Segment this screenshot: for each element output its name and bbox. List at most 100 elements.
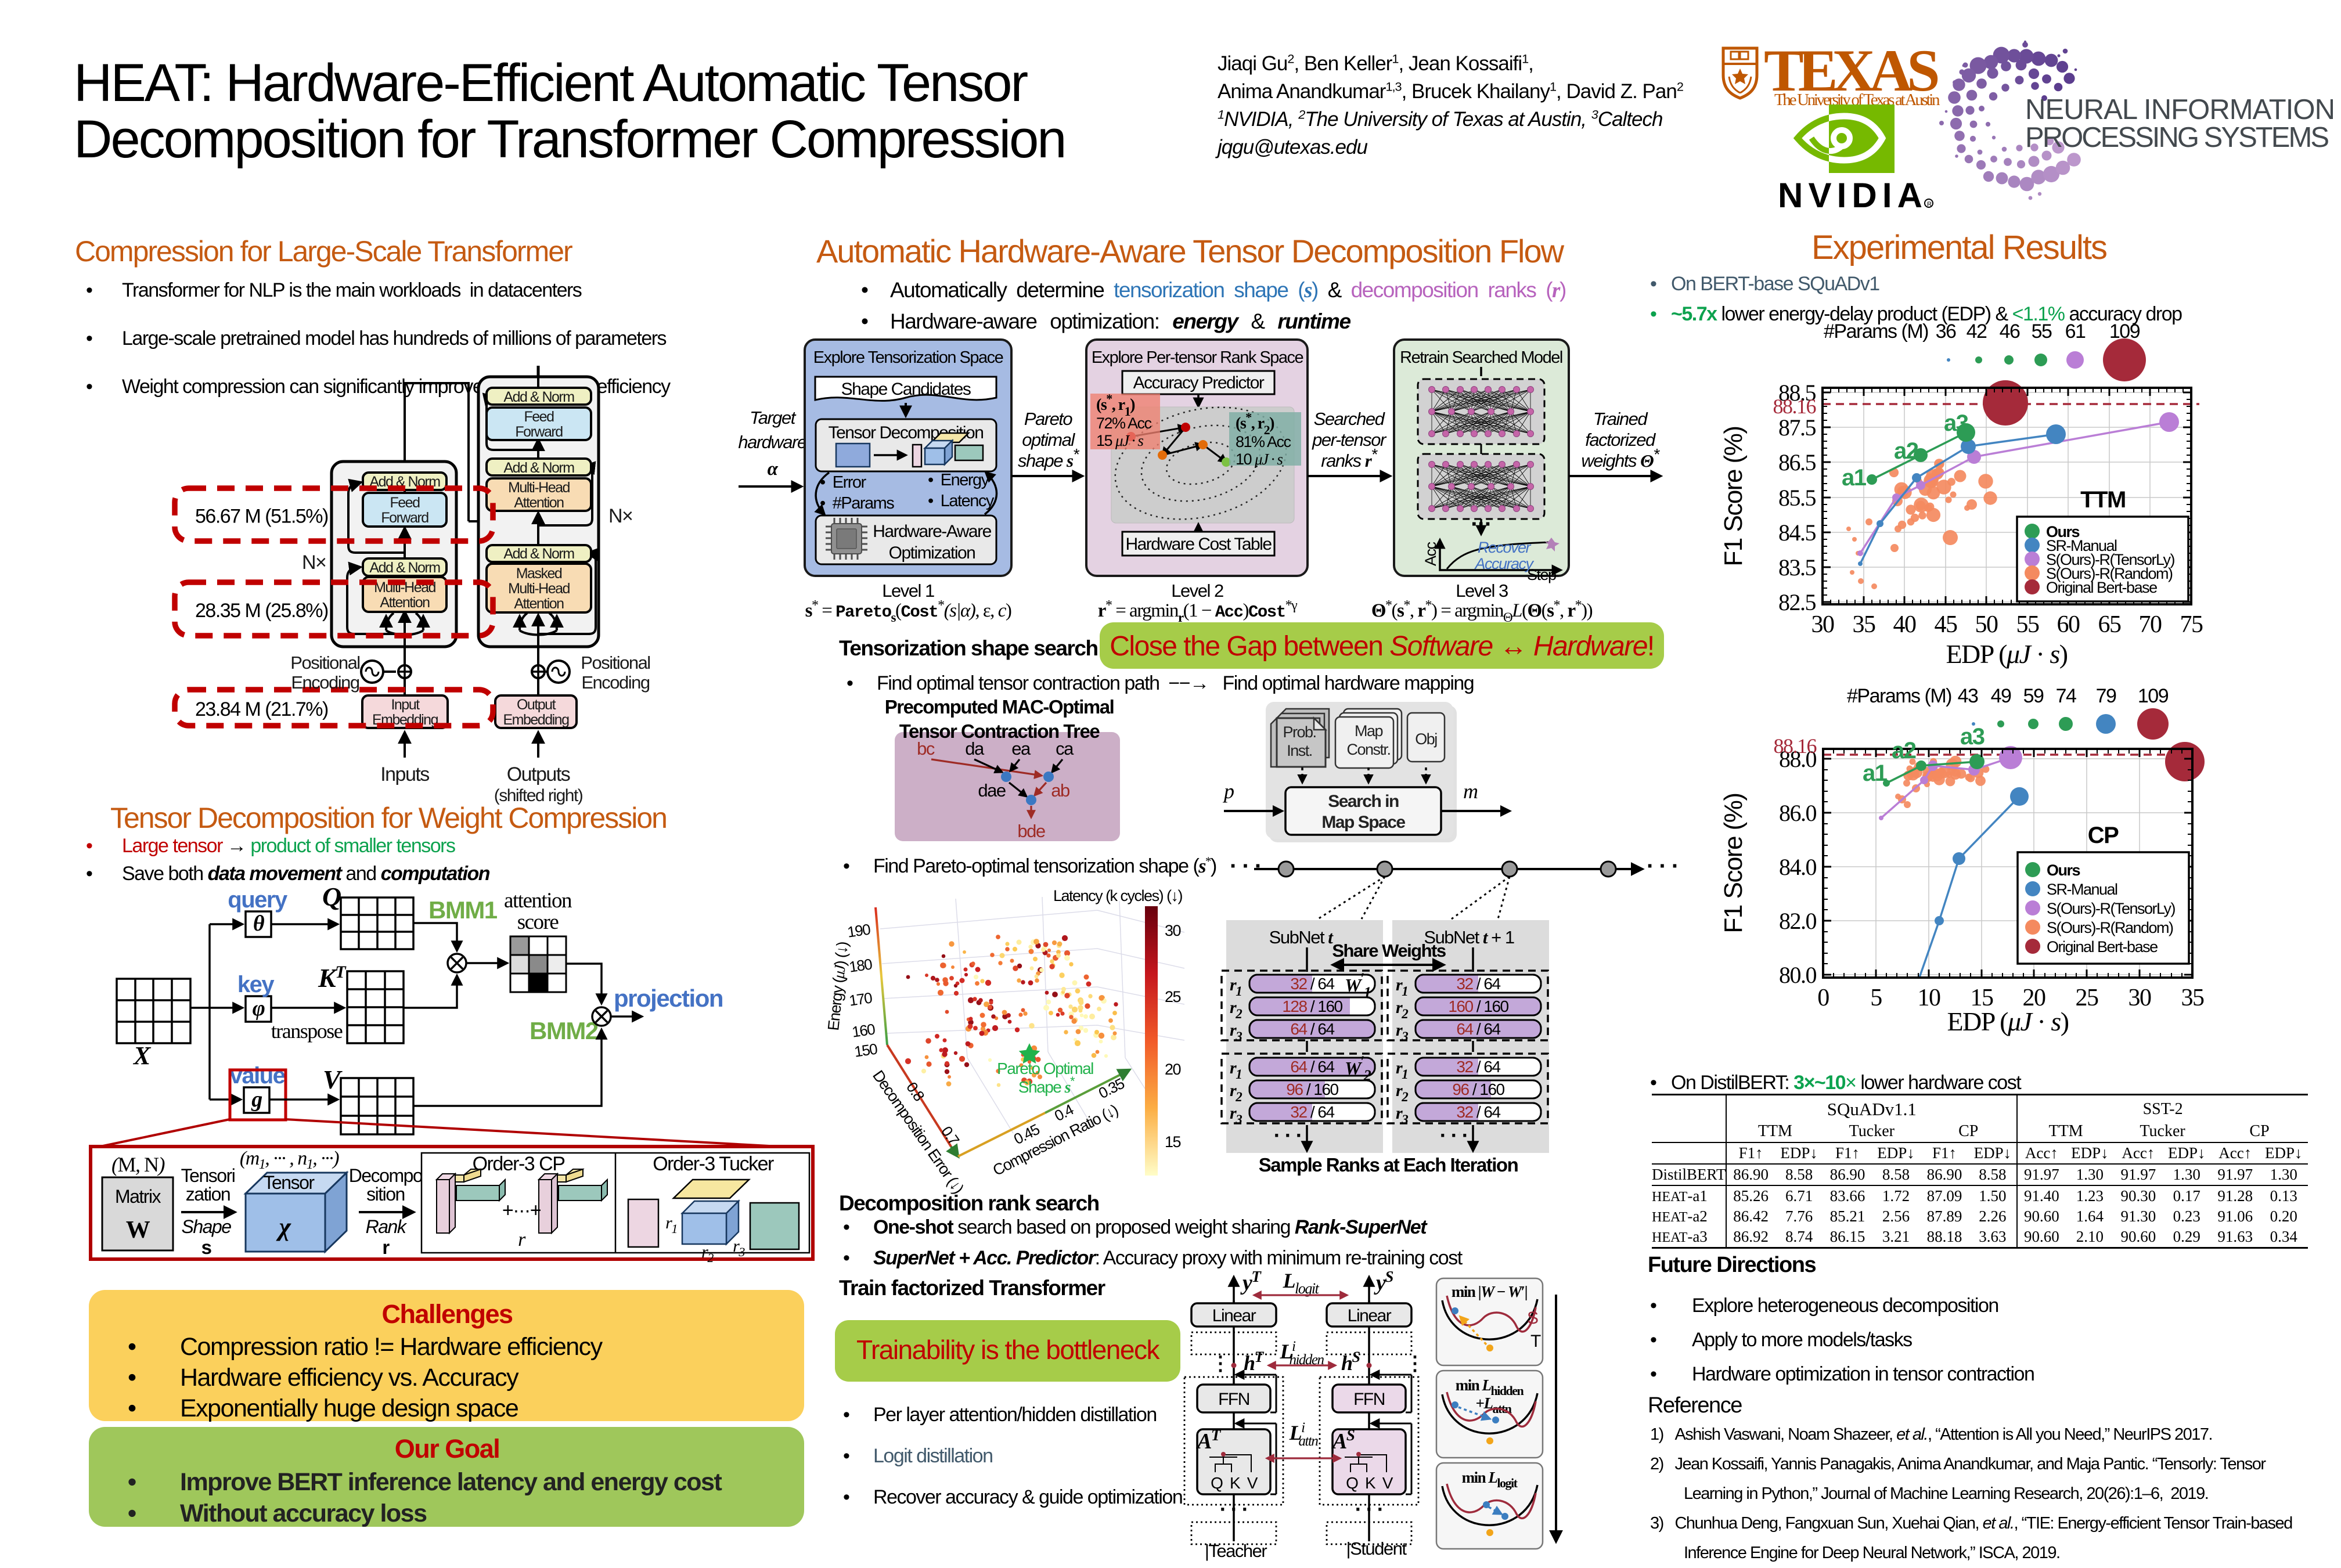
svg-text:Tensor Contraction Tree: Tensor Contraction Tree: [899, 720, 1100, 742]
svg-text:· · ·: · · ·: [1220, 1497, 1248, 1521]
svg-text:Original Bert-base: Original Bert-base: [2046, 579, 2157, 596]
svg-text:α: α: [768, 459, 779, 480]
svg-text:64 / 64: 64 / 64: [1290, 1020, 1334, 1038]
svg-text:bc: bc: [917, 738, 935, 759]
svg-text:X: X: [132, 1041, 152, 1070]
svg-text:40: 40: [1893, 611, 1917, 638]
svg-text:NEURAL INFORMATION: NEURAL INFORMATION: [2025, 94, 2335, 125]
svg-text:F1 Score (%): F1 Score (%): [1719, 793, 1748, 933]
svg-text:#Params (M): #Params (M): [1824, 320, 1928, 343]
svg-text:32 / 64: 32 / 64: [1456, 1058, 1500, 1076]
svg-text:Embedding: Embedding: [503, 712, 570, 728]
svg-text:0.7: 0.7: [938, 1123, 963, 1148]
svg-text:ab: ab: [1051, 780, 1069, 801]
svg-text:sition: sition: [366, 1184, 405, 1205]
svg-text:Prob.: Prob.: [1283, 723, 1316, 741]
svg-text:Hardware-Aware: Hardware-Aware: [873, 522, 991, 541]
svg-text:N×: N×: [302, 551, 326, 574]
svg-text:EDP (μJ · s): EDP (μJ · s): [1947, 1007, 2068, 1036]
svg-text:Accuracy: Accuracy: [1474, 555, 1534, 572]
svg-text:· · ·: · · ·: [1647, 853, 1679, 879]
svg-text:N×: N×: [608, 505, 632, 527]
svg-text:Multi-Head: Multi-Head: [508, 480, 570, 496]
svg-text:64 / 64: 64 / 64: [1456, 1020, 1500, 1038]
svg-text:Recover: Recover: [1478, 539, 1532, 556]
svg-text:61: 61: [2065, 320, 2086, 343]
svg-text:· · ·: · · ·: [1355, 1497, 1383, 1521]
svg-text:a2: a2: [1892, 738, 1916, 763]
svg-text:Linear: Linear: [1212, 1306, 1256, 1325]
svg-text:T: T: [1530, 1332, 1541, 1351]
svg-text:170: 170: [848, 989, 873, 1009]
svg-text:value: value: [230, 1063, 285, 1088]
svg-text:15: 15: [1971, 985, 1994, 1011]
svg-text:25: 25: [2076, 985, 2099, 1011]
svg-text:KT: KT: [318, 963, 347, 993]
svg-text:72% Acc: 72% Acc: [1096, 414, 1152, 432]
svg-text:83.5: 83.5: [1778, 554, 1816, 581]
svg-text:Shape: Shape: [181, 1216, 231, 1237]
svg-text:Llogit: Llogit: [1283, 1269, 1320, 1297]
svg-text:Hardware Cost Table: Hardware Cost Table: [1125, 535, 1272, 554]
svg-text:20: 20: [1165, 1061, 1181, 1078]
svg-text:yS: yS: [1374, 1268, 1393, 1295]
svg-text:Map Space: Map Space: [1321, 813, 1405, 832]
svg-text:55: 55: [2016, 611, 2040, 638]
svg-text:36: 36: [1936, 320, 1956, 343]
svg-text:Multi-Head: Multi-Head: [508, 581, 570, 597]
svg-text:Level 1: Level 1: [882, 581, 934, 601]
svg-text:Accuracy Predictor: Accuracy Predictor: [1133, 373, 1265, 392]
svg-text:FFN: FFN: [1218, 1390, 1249, 1409]
svg-text:Obj: Obj: [1415, 730, 1437, 748]
svg-text:84.0: 84.0: [1779, 854, 1817, 880]
svg-text:ca: ca: [1056, 738, 1074, 759]
svg-text:88.16: 88.16: [1773, 395, 1816, 418]
svg-text:· · ·: · · ·: [1274, 1123, 1302, 1147]
svg-text:hardware: hardware: [738, 432, 806, 452]
svg-text:a1: a1: [1863, 760, 1888, 786]
svg-text:81% Acc: 81% Acc: [1236, 433, 1291, 450]
svg-text:⋮: ⋮: [1211, 1353, 1230, 1375]
svg-text:Q K V: Q K V: [1211, 1474, 1258, 1492]
svg-text:Rank: Rank: [366, 1216, 408, 1237]
svg-text:Explore Tensorization Space: Explore Tensorization Space: [813, 348, 1003, 367]
svg-text:attention: attention: [504, 889, 572, 913]
svg-text:30: 30: [2128, 985, 2152, 1011]
svg-text:yT: yT: [1240, 1268, 1262, 1295]
svg-text:Add & Norm: Add & Norm: [503, 460, 574, 476]
svg-text:Add & Norm: Add & Norm: [503, 546, 574, 562]
svg-text:s* = Paretos(Cost*(s|α), ε, c): s* = Paretos(Cost*(s|α), ε, c): [805, 598, 1011, 625]
svg-text:R: R: [1927, 201, 1932, 208]
svg-text:m: m: [1463, 780, 1478, 803]
svg-text:Energy (μJ) (↓): Energy (μJ) (↓): [824, 941, 851, 1032]
svg-text:|Teacher: |Teacher: [1205, 1541, 1267, 1561]
svg-text:Pareto Optimal: Pareto Optimal: [997, 1059, 1093, 1077]
svg-text:82.5: 82.5: [1778, 589, 1816, 615]
svg-text:Map: Map: [1355, 722, 1383, 740]
svg-text:Order-3 Tucker: Order-3 Tucker: [653, 1153, 774, 1175]
svg-text:W: W: [126, 1217, 150, 1243]
svg-text:|Student: |Student: [1346, 1538, 1407, 1559]
svg-text:(m1, ··· , n1, ···): (m1, ··· , n1, ···): [240, 1148, 339, 1172]
svg-text:86.0: 86.0: [1779, 800, 1817, 826]
svg-text:· · ·: · · ·: [1440, 1123, 1468, 1147]
svg-text:r* = argminr(1 − Acc)Cost*γ: r* = argminr(1 − Acc)Cost*γ: [1098, 598, 1298, 625]
svg-text:160: 160: [851, 1020, 876, 1040]
svg-text:Level 3: Level 3: [1456, 581, 1508, 601]
svg-text:88.16: 88.16: [1774, 734, 1817, 758]
svg-text:35: 35: [2181, 985, 2205, 1011]
svg-text:87.5: 87.5: [1778, 414, 1816, 441]
svg-text:SubNet t + 1: SubNet t + 1: [1424, 927, 1514, 947]
svg-text:· · ·: · · ·: [1230, 853, 1262, 879]
svg-text:75: 75: [2180, 611, 2203, 638]
svg-text:32 / 64: 32 / 64: [1290, 975, 1334, 993]
svg-text:Retrain Searched Model: Retrain Searched Model: [1400, 348, 1562, 367]
svg-text:S(Ours)-R(TensorLy): S(Ours)-R(TensorLy): [2046, 551, 2175, 568]
svg-text:Linear: Linear: [1348, 1306, 1392, 1325]
svg-text:s: s: [201, 1237, 211, 1258]
svg-text:g: g: [251, 1087, 262, 1112]
svg-text:ea: ea: [1011, 738, 1031, 759]
svg-text:Output: Output: [517, 697, 556, 713]
svg-text:10 μJ · s: 10 μJ · s: [1236, 450, 1283, 468]
